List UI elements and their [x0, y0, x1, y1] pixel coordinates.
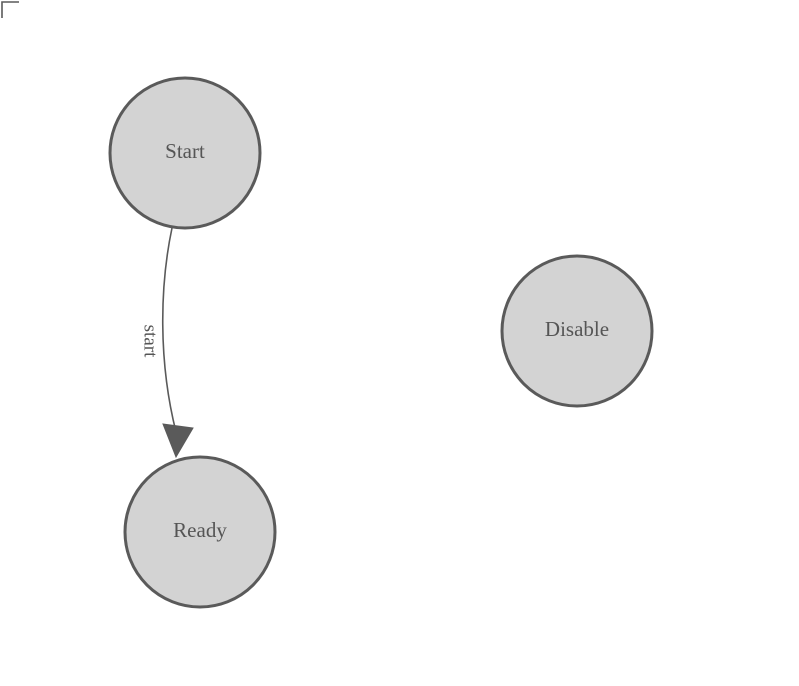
- node-start-circle[interactable]: [108, 76, 262, 230]
- edge-label-start: start: [140, 325, 161, 358]
- node-disable-circle[interactable]: [500, 254, 654, 408]
- node-ready-label: Ready: [173, 518, 227, 542]
- node-start-label: Start: [165, 139, 205, 163]
- edge-start-to-ready-line: [161, 227, 177, 433]
- edge-start-to-ready[interactable]: start: [140, 227, 194, 459]
- node-disable-label: Disable: [545, 317, 609, 341]
- node-ready-circle[interactable]: [123, 455, 277, 609]
- edge-start-to-ready-arrowhead-icon: [162, 423, 194, 459]
- node-ready[interactable]: Ready: [123, 455, 277, 609]
- node-disable[interactable]: Disable: [500, 254, 654, 408]
- top-left-corner-bracket-icon: [1, 1, 19, 18]
- node-start[interactable]: Start: [108, 76, 262, 230]
